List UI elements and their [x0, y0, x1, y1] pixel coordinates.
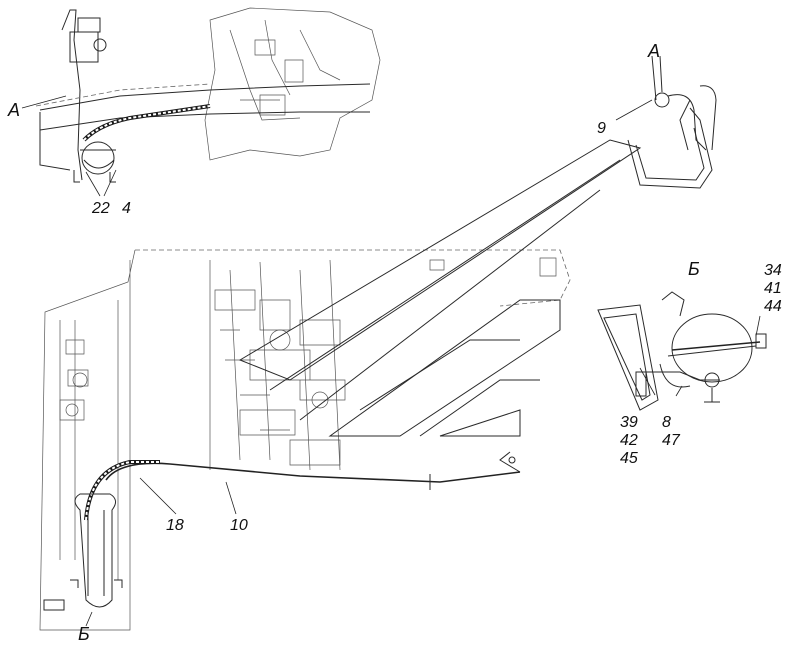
part-34-label: 34: [764, 262, 782, 279]
part-22-label: 22: [91, 200, 110, 217]
view-a-marker: А: [7, 100, 20, 120]
view-b-marker: Б: [78, 624, 90, 644]
main-chassis-view: [39, 249, 571, 631]
part-18-label: 18: [166, 517, 184, 534]
top-left-assembly: [35, 7, 381, 183]
view-a-title: А: [647, 41, 660, 61]
part-45-label: 45: [620, 450, 638, 467]
part-42-label: 42: [620, 432, 638, 449]
part-10-label: 10: [230, 517, 248, 534]
part-4-label: 4: [122, 200, 131, 217]
part-9-label: 9: [597, 120, 606, 137]
leader-lines: [21, 95, 761, 627]
view-b-detail: [597, 291, 767, 411]
part-8-label: 8: [662, 414, 671, 431]
view-b-arrow: [238, 139, 642, 437]
part-39-label: 39: [620, 414, 638, 431]
view-b-title: Б: [688, 259, 700, 279]
part-47-label: 47: [662, 432, 681, 449]
part-41-label: 41: [764, 280, 782, 297]
view-a-detail: [627, 55, 717, 189]
part-44-label: 44: [764, 298, 782, 315]
